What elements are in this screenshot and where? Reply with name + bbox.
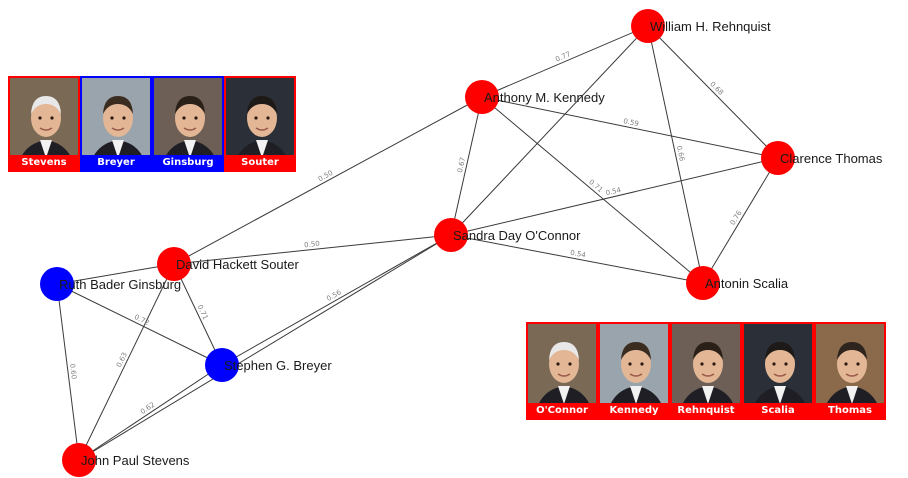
edge-weight-label: 0.63 bbox=[115, 351, 129, 369]
portrait-photo bbox=[816, 324, 884, 418]
edge-weight-label: 0.62 bbox=[139, 401, 156, 416]
portrait-thomas: Thomas bbox=[814, 322, 886, 420]
node-breyer[interactable] bbox=[205, 348, 239, 382]
portrait-stevens: Stevens bbox=[8, 76, 80, 172]
portrait-caption: Rehnquist bbox=[672, 403, 740, 418]
edge-rehnquist-thomas bbox=[647, 25, 779, 159]
edge-breyer-stevens bbox=[78, 364, 223, 461]
edge-thomas-scalia bbox=[702, 157, 779, 284]
portrait-caption: Stevens bbox=[10, 155, 78, 170]
edge-weight-label: 0.68 bbox=[708, 80, 725, 97]
edge-rehnquist-oconnor bbox=[450, 25, 649, 236]
edge-souter-oconnor bbox=[173, 234, 452, 265]
portrait-strip-conservative-bloc: O'Connor Kennedy Rehnquist Scalia Thomas bbox=[526, 322, 886, 420]
edge-kennedy-scalia bbox=[481, 96, 704, 284]
portrait-caption: Thomas bbox=[816, 403, 884, 418]
edge-breyer-oconnor bbox=[221, 234, 452, 366]
node-thomas[interactable] bbox=[761, 141, 795, 175]
edge-souter-kennedy bbox=[173, 96, 483, 265]
edge-weight-label: 0.54 bbox=[570, 249, 587, 260]
portrait-photo bbox=[600, 324, 668, 418]
edge-ginsburg-breyer bbox=[56, 283, 223, 366]
edge-weight-label: 0.71 bbox=[587, 178, 604, 194]
portrait-photo bbox=[226, 78, 294, 170]
edge-weight-label: 0.50 bbox=[317, 169, 335, 183]
portrait-rehnquist: Rehnquist bbox=[670, 322, 742, 420]
nodes-layer bbox=[40, 9, 795, 477]
edge-weight-label: 0.50 bbox=[304, 240, 320, 250]
edge-kennedy-thomas bbox=[481, 96, 779, 159]
portrait-breyer: Breyer bbox=[80, 76, 152, 172]
edge-weight-label: 0.60 bbox=[68, 363, 78, 379]
edge-souter-breyer bbox=[173, 263, 223, 366]
edge-thomas-oconnor bbox=[450, 157, 779, 236]
edge-ginsburg-stevens bbox=[56, 283, 80, 461]
node-label-stevens: John Paul Stevens bbox=[81, 453, 190, 468]
portrait-caption: O'Connor bbox=[528, 403, 596, 418]
edge-ginsburg-souter bbox=[56, 263, 175, 285]
node-oconnor[interactable] bbox=[434, 218, 468, 252]
node-label-breyer: Stephen G. Breyer bbox=[224, 358, 332, 373]
edge-rehnquist-scalia bbox=[647, 25, 704, 284]
portrait-caption: Kennedy bbox=[600, 403, 668, 418]
portrait-caption: Scalia bbox=[744, 403, 812, 418]
portrait-caption: Ginsburg bbox=[154, 155, 222, 170]
portrait-souter: Souter bbox=[224, 76, 296, 172]
node-label-thomas: Clarence Thomas bbox=[780, 151, 883, 166]
node-label-scalia: Antonin Scalia bbox=[705, 276, 789, 291]
node-stevens[interactable] bbox=[62, 443, 96, 477]
portrait-caption: Breyer bbox=[82, 155, 150, 170]
edge-stevens-oconnor bbox=[78, 234, 452, 461]
edge-kennedy-rehnquist bbox=[481, 25, 649, 98]
node-souter[interactable] bbox=[157, 247, 191, 281]
edge-souter-stevens bbox=[78, 263, 175, 461]
edge-oconnor-scalia bbox=[450, 234, 704, 284]
edge-weight-label: 0.71 bbox=[196, 304, 210, 322]
portrait-oconnor: O'Connor bbox=[526, 322, 598, 420]
node-rehnquist[interactable] bbox=[631, 9, 665, 43]
node-ginsburg[interactable] bbox=[40, 267, 74, 301]
node-scalia[interactable] bbox=[686, 266, 720, 300]
edges-layer bbox=[56, 25, 779, 461]
edge-weight-label: 0.66 bbox=[675, 145, 686, 162]
node-kennedy[interactable] bbox=[465, 80, 499, 114]
node-label-kennedy: Anthony M. Kennedy bbox=[484, 90, 605, 105]
node-label-oconnor: Sandra Day O'Connor bbox=[453, 228, 581, 243]
portrait-scalia: Scalia bbox=[742, 322, 814, 420]
portrait-ginsburg: Ginsburg bbox=[152, 76, 224, 172]
node-label-souter: David Hackett Souter bbox=[176, 257, 300, 272]
node-label-rehnquist: William H. Rehnquist bbox=[650, 19, 771, 34]
edge-weight-label: 0.54 bbox=[605, 186, 623, 197]
edge-weight-label: 0.72 bbox=[133, 313, 151, 327]
edge-weight-label: 0.59 bbox=[623, 117, 640, 128]
portrait-strip-liberal-bloc: Stevens Breyer Ginsburg Souter bbox=[8, 76, 296, 172]
portrait-photo bbox=[82, 78, 150, 170]
portrait-kennedy: Kennedy bbox=[598, 322, 670, 420]
node-label-ginsburg: Ruth Bader Ginsburg bbox=[59, 277, 181, 292]
edge-kennedy-oconnor bbox=[450, 96, 483, 236]
edge-weight-label: 0.67 bbox=[456, 156, 467, 173]
portrait-caption: Souter bbox=[226, 155, 294, 170]
edge-weight-label: 0.77 bbox=[554, 50, 571, 63]
